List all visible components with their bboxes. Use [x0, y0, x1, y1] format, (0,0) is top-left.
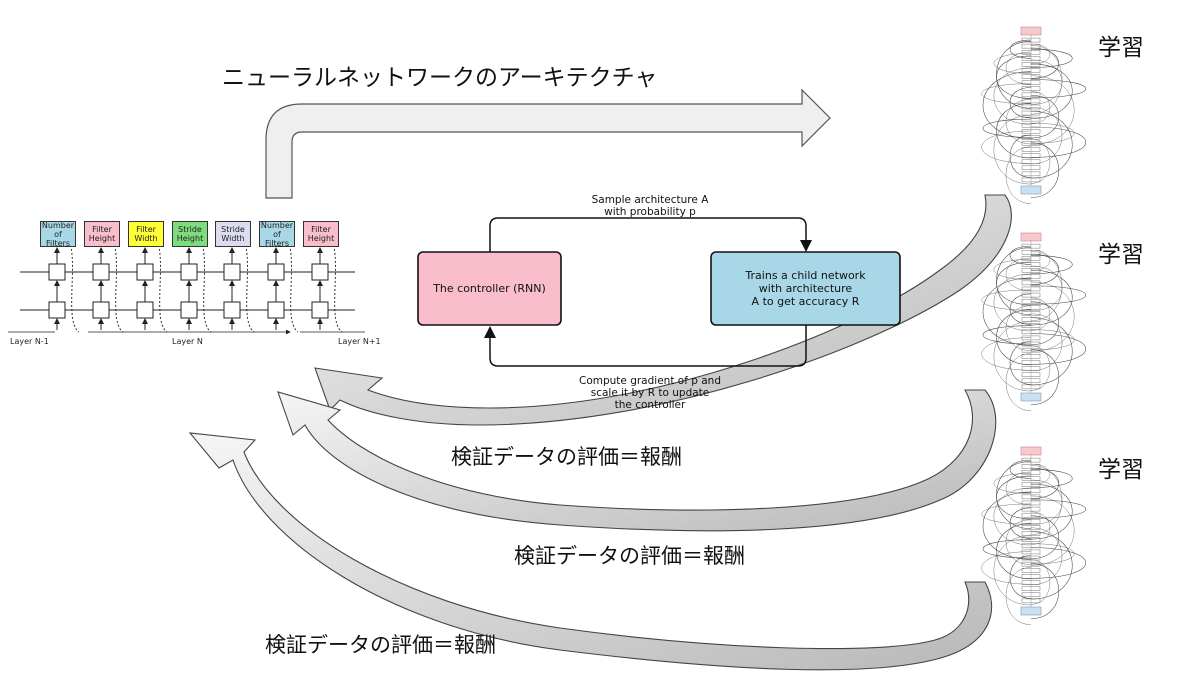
gradient-arrow — [484, 325, 807, 367]
rnn-cell-top — [311, 263, 329, 281]
sample-label: Sample architecture A with probability p — [591, 194, 709, 218]
skip-connection — [1006, 99, 1032, 145]
child-network-1 — [981, 26, 1087, 204]
skip-connection — [1009, 39, 1032, 59]
reward-arrow-3 — [188, 432, 993, 671]
skip-connection — [1030, 515, 1059, 559]
skip-connection — [1030, 559, 1051, 605]
input-layer — [1020, 185, 1042, 195]
rnn-token: Filter Height — [303, 221, 339, 247]
skip-connection — [1030, 469, 1073, 488]
skip-connection — [1030, 95, 1059, 139]
rnn-cell-top — [136, 263, 154, 281]
skip-connection — [1005, 257, 1032, 291]
rnn-cell-top — [48, 263, 66, 281]
sample-arrow — [489, 217, 812, 252]
skip-connection — [1030, 122, 1075, 144]
skip-connection — [1030, 281, 1075, 352]
rnn-cell-bottom — [180, 301, 198, 319]
skip-connection — [1006, 519, 1032, 565]
skip-connection — [1030, 547, 1087, 579]
rnn-token: Number of Filters — [259, 220, 295, 248]
skip-connection — [1009, 341, 1032, 385]
rnn-cell-bottom — [48, 301, 66, 319]
rnn-cell-top — [92, 263, 110, 281]
input-layer — [1020, 606, 1042, 616]
reward-arrow-2 — [277, 389, 997, 532]
train-label-3: 学習 — [1098, 457, 1144, 483]
rnn-token: Stride Width — [215, 221, 251, 247]
skip-connection — [1009, 245, 1032, 265]
softmax-layer — [1020, 26, 1042, 36]
skip-connection — [1006, 305, 1032, 351]
skip-connection — [1030, 48, 1073, 68]
controller-label: The controller (RNN) — [433, 282, 546, 295]
skip-connection — [1009, 134, 1032, 178]
layer-current-label: Layer N — [172, 337, 203, 346]
rnn-cell-top — [180, 263, 198, 281]
skip-connection — [1030, 138, 1051, 184]
skip-connection — [1030, 75, 1075, 145]
skip-connection — [1009, 87, 1032, 119]
skip-connection — [1009, 555, 1032, 599]
skip-connection — [1009, 459, 1032, 479]
rnn-token: Filter Height — [84, 221, 120, 247]
softmax-layer — [1020, 232, 1042, 242]
reward-label-1: 検証データの評価＝報酬 — [451, 445, 682, 469]
train-label-2: 学習 — [1098, 242, 1144, 268]
rnn-cell-top — [223, 263, 241, 281]
skip-connection — [1030, 301, 1059, 345]
gradient-label: Compute gradient of p and scale it by R … — [578, 375, 721, 411]
layer-prev-label: Layer N-1 — [10, 337, 49, 346]
skip-connection — [1009, 293, 1032, 325]
rnn-cell-bottom — [223, 301, 241, 319]
skip-connection — [1030, 329, 1075, 351]
rnn-token: Stride Height — [172, 221, 208, 247]
skip-connection — [1030, 126, 1087, 158]
train-label-1: 学習 — [1098, 35, 1144, 61]
rnn-token: Filter Width — [128, 221, 164, 247]
softmax-layer — [1020, 446, 1042, 456]
rnn-cell-top — [267, 263, 285, 281]
child-network-label: Trains a child network with architecture… — [745, 269, 866, 308]
rnn-cell-bottom — [136, 301, 154, 319]
reward-label-2: 検証データの評価＝報酬 — [514, 544, 745, 568]
rnn-cell-bottom — [92, 301, 110, 319]
architecture-arrow — [265, 88, 831, 199]
rnn-token: Number of Filters — [40, 220, 76, 248]
skip-connection — [1009, 507, 1032, 539]
layer-next-label: Layer N+1 — [338, 337, 381, 346]
architecture-label: ニューラルネットワークのアーキテクチャ — [222, 65, 658, 91]
input-layer — [1020, 392, 1042, 402]
rnn-cell-bottom — [267, 301, 285, 319]
skip-connection — [1030, 345, 1051, 391]
skip-connection — [1030, 255, 1073, 274]
skip-connection — [1030, 495, 1075, 566]
skip-connection — [1030, 543, 1075, 565]
child-network-2 — [981, 232, 1087, 411]
skip-connection — [1030, 333, 1087, 365]
skip-connection — [1005, 471, 1032, 505]
child-network-3 — [981, 446, 1087, 625]
reward-label-3: 検証データの評価＝報酬 — [265, 633, 496, 657]
rnn-unrolled-diagram — [8, 232, 365, 335]
skip-connection — [1005, 51, 1032, 85]
rnn-cell-bottom — [311, 301, 329, 319]
